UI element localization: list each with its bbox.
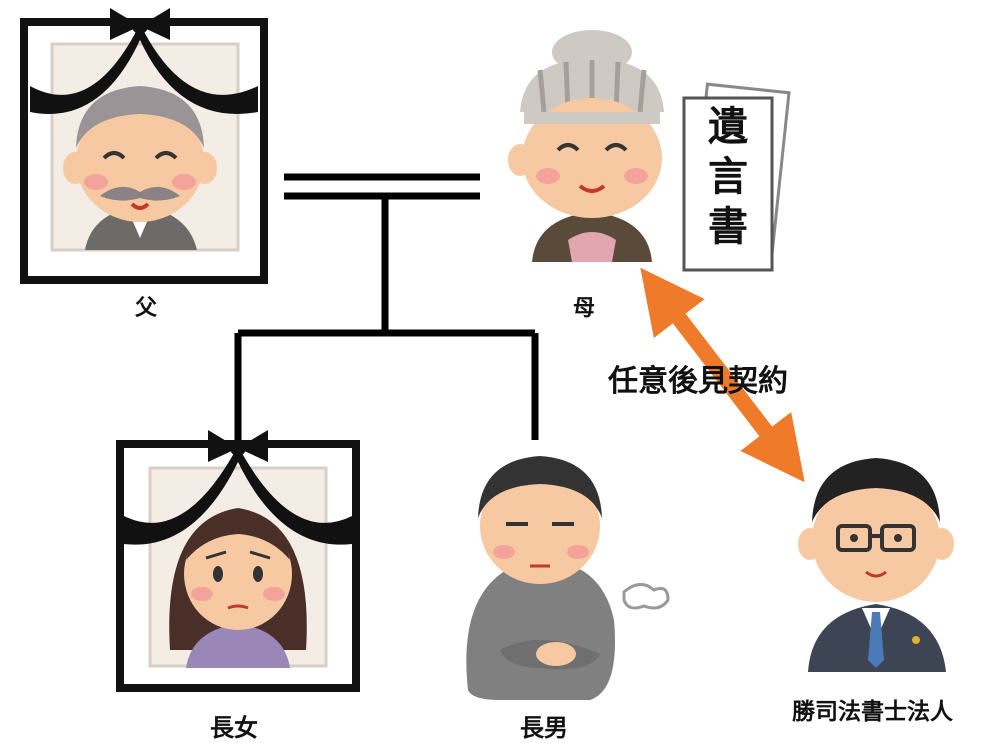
daughter-mourning-ribbon bbox=[124, 430, 352, 545]
children-connector-lines bbox=[234, 196, 539, 440]
marriage-double-line bbox=[284, 173, 480, 200]
father-label: 父 bbox=[135, 296, 158, 321]
eldest-son-label: 長男 bbox=[520, 714, 568, 742]
son-figure bbox=[466, 456, 670, 700]
eldest-daughter-label: 長女 bbox=[210, 714, 258, 742]
mother-figure bbox=[508, 30, 664, 262]
father-mourning-ribbon bbox=[30, 8, 258, 114]
daughter-portrait bbox=[116, 440, 360, 692]
father-portrait bbox=[20, 18, 268, 284]
mother-label: 母 bbox=[573, 296, 596, 321]
contract-arrow bbox=[640, 267, 805, 483]
will-document bbox=[682, 82, 791, 272]
judicial-scrivener-firm-label: 勝司法書士法人 bbox=[792, 699, 953, 725]
firm-figure bbox=[798, 458, 954, 672]
will-document-label: 遺言書 bbox=[708, 104, 749, 250]
voluntary-guardianship-contract-label: 任意後見契約 bbox=[608, 364, 788, 399]
